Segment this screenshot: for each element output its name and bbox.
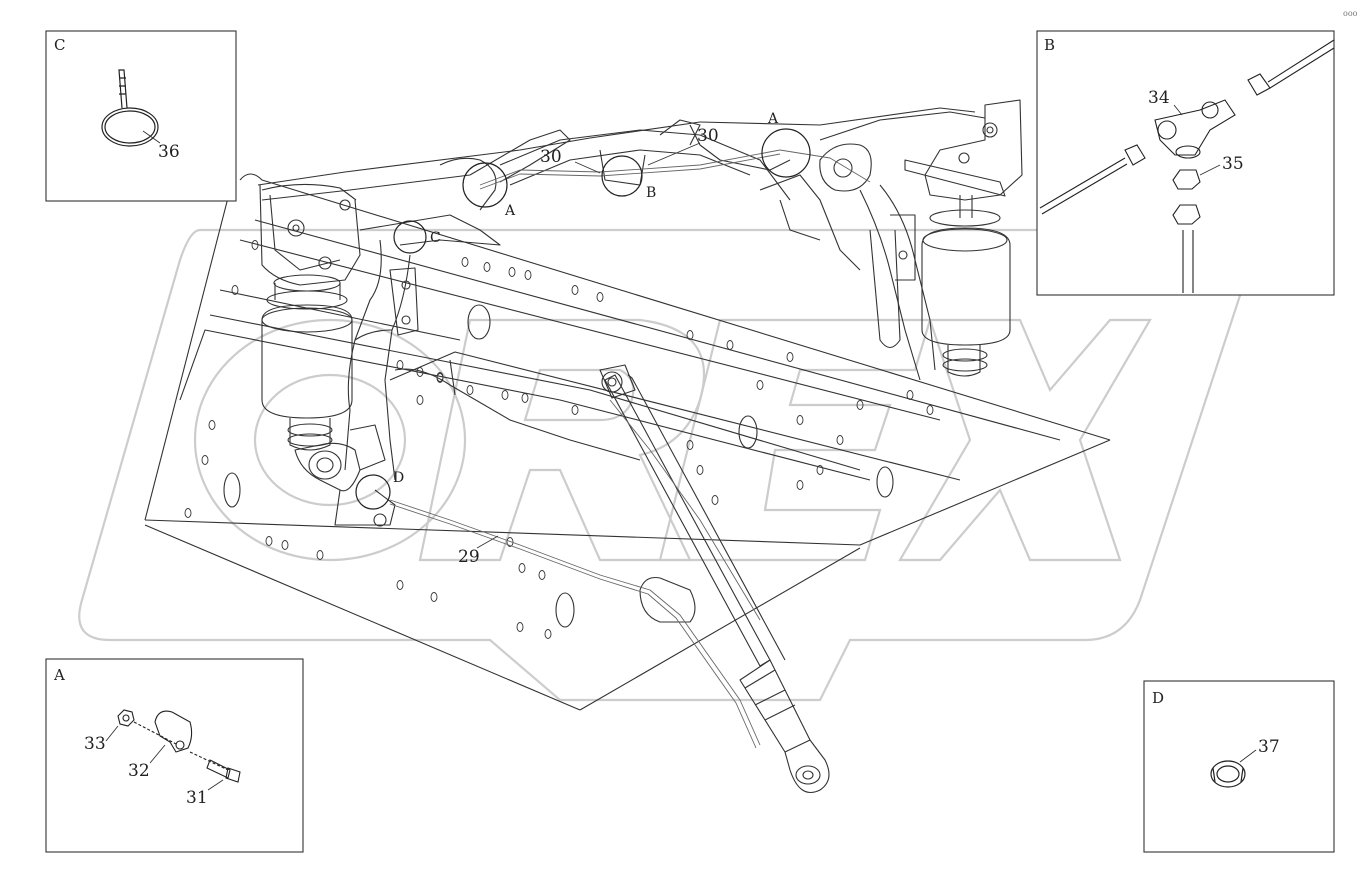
callout-36: 36: [158, 142, 180, 162]
box-d-label: D: [1152, 689, 1164, 707]
right-air-spring: [921, 195, 1011, 377]
marker-label-a-right: A: [767, 111, 779, 127]
detail-circle-d: [355, 474, 391, 510]
detail-box-c: C 36: [45, 30, 237, 202]
marker-label-d: D: [393, 470, 404, 486]
detail-box-a: A 33 32 31: [45, 658, 304, 853]
detail-circle-c: [393, 220, 427, 254]
detail-circle-a-left: [462, 162, 508, 208]
callout-33: 33: [84, 734, 106, 754]
detail-marker-labels: A A B C D: [393, 111, 779, 486]
grommet-icon: [1210, 760, 1246, 788]
box-a-label: A: [53, 666, 65, 684]
callout-37: 37: [1258, 737, 1280, 757]
callout-29: 29: [458, 547, 480, 567]
marker-label-b: B: [646, 185, 656, 201]
detail-markers: [355, 128, 811, 510]
marker-label-a-left: A: [504, 203, 516, 219]
detail-box-b: B 34 35: [1036, 30, 1335, 296]
hose-clamp-icon: [101, 69, 159, 147]
main-callouts: 30 30 29: [458, 126, 719, 567]
air-lines: [389, 149, 871, 749]
callout-34: 34: [1148, 88, 1170, 108]
tee-fitting-icon: [1039, 39, 1335, 293]
frame-holes: [184, 240, 934, 639]
box-b-label: B: [1044, 36, 1055, 54]
detail-circle-b: [601, 155, 643, 197]
left-trailing-arm: [257, 121, 701, 527]
watermark-logo: [78, 228, 1253, 702]
main-assembly: [144, 99, 1111, 794]
callout-30-left: 30: [540, 147, 562, 167]
callout-35: 35: [1222, 154, 1244, 174]
left-air-spring: [261, 274, 353, 451]
callout-30-right: 30: [697, 126, 719, 146]
shock-absorber: [599, 364, 830, 794]
callout-31: 31: [186, 788, 208, 808]
box-c-label: C: [54, 36, 65, 54]
detail-box-d: D 37: [1143, 680, 1335, 853]
marker-label-c: C: [430, 230, 441, 246]
right-trailing-arm: [689, 99, 1023, 381]
top-right-note: ooo: [1343, 9, 1358, 18]
clip-assembly-icon: [117, 709, 241, 783]
callout-32: 32: [128, 761, 150, 781]
detail-circle-a-right: [761, 128, 811, 178]
